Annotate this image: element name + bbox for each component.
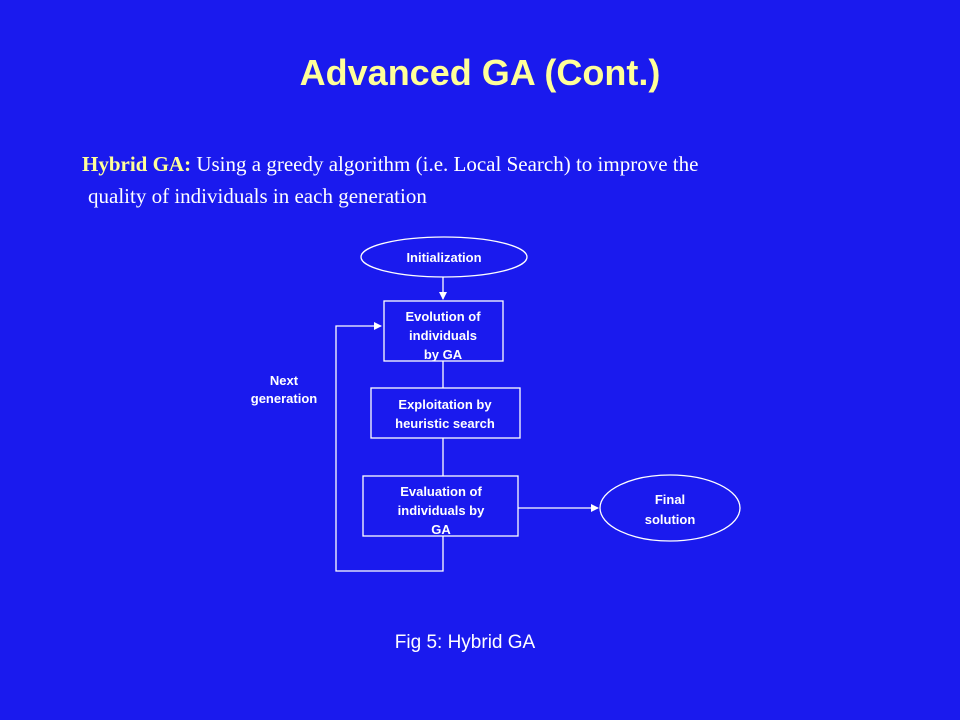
exploitation-label-line-1: Exploitation by	[398, 397, 492, 412]
intro-paragraph: Hybrid GA: Using a greedy algorithm (i.e…	[82, 148, 862, 212]
final-solution-node: Final solution	[599, 474, 741, 542]
evaluation-label-line-1: Evaluation of	[400, 484, 482, 499]
intro-term: Hybrid GA:	[82, 152, 192, 176]
evolution-label-line-1: Evolution of	[405, 309, 481, 324]
initialization-label: Initialization	[406, 250, 481, 265]
intro-line-1: Using a greedy algorithm (i.e. Local Sea…	[191, 152, 699, 176]
slide-title: Advanced GA (Cont.)	[299, 52, 661, 93]
feedback-loop-line	[335, 322, 444, 572]
exploitation-label-line-2: heuristic search	[395, 416, 495, 431]
evaluation-label-line-3: GA	[431, 522, 451, 537]
next-generation-label: Next generation	[251, 373, 318, 406]
evaluation-node: Evaluation of individuals by GA	[362, 475, 519, 537]
evolution-label-line-2: individuals	[409, 328, 477, 343]
evaluation-label-line-2: individuals by	[398, 503, 485, 518]
intro-line-2: quality of individuals in each generatio…	[88, 184, 427, 208]
exploitation-node: Exploitation by heuristic search	[370, 387, 521, 439]
final-label-line-1: Final	[655, 492, 685, 507]
figure-caption: Fig 5: Hybrid GA	[394, 632, 536, 653]
loop-label-line-2: generation	[251, 391, 318, 406]
final-label-line-2: solution	[645, 512, 696, 527]
evolution-label-line-3: by GA	[424, 347, 463, 362]
evolution-node: Evolution of individuals by GA	[383, 300, 504, 362]
loop-label-line-1: Next	[270, 373, 299, 388]
initialization-node: Initialization	[360, 236, 528, 278]
